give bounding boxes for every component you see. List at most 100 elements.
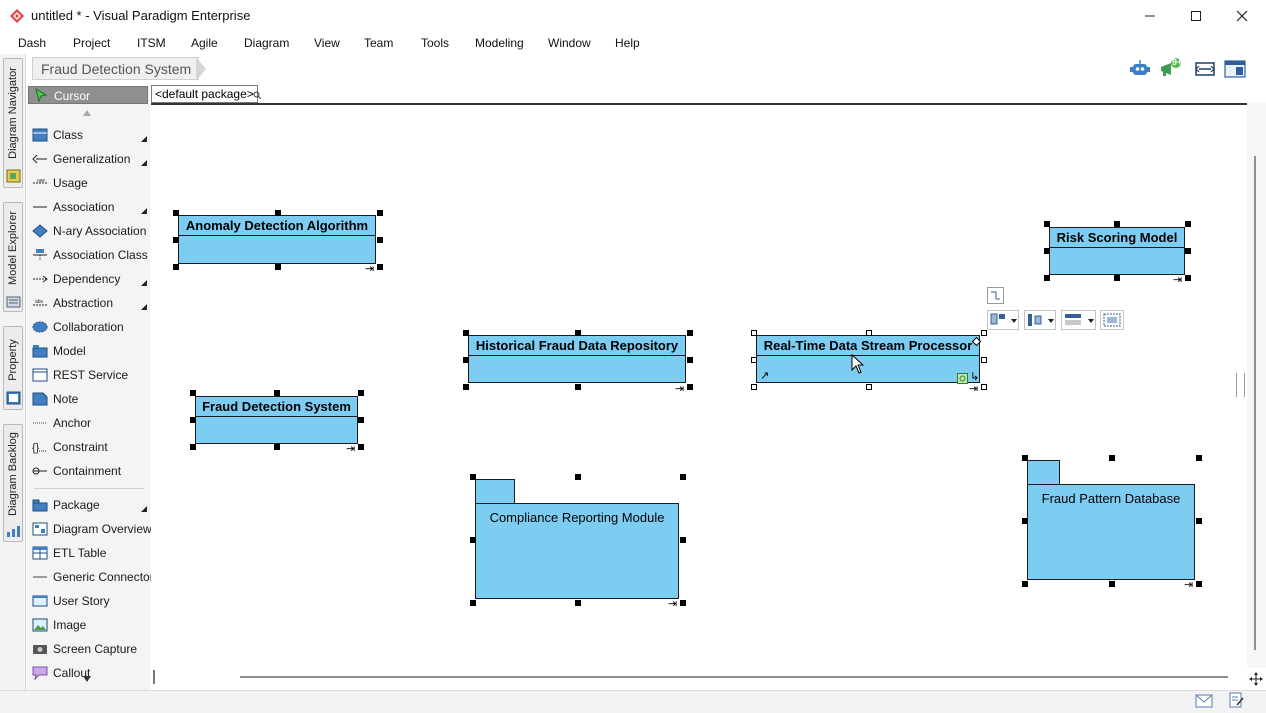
resize-handle[interactable] [1114,221,1120,227]
resize-handle[interactable] [470,600,476,606]
palette-item-callout[interactable]: Callout [27,662,150,684]
menu-modeling[interactable]: Modeling [475,36,524,50]
sub-diagram-icon[interactable]: ↳ [970,371,980,383]
move-canvas-icon[interactable] [1248,671,1264,687]
resource-catalog-icon[interactable]: ⇥ [1173,274,1183,286]
more-tools-indicator-icon[interactable] [141,506,147,512]
resize-handle[interactable] [1022,581,1028,587]
minimize-button[interactable] [1127,0,1173,32]
menu-dash[interactable]: Dash [18,36,47,50]
edit-document-icon[interactable] [1228,692,1244,708]
resize-handle[interactable] [866,384,872,390]
package-shape[interactable]: Fraud Pattern Database [1027,484,1195,580]
resize-handle[interactable] [751,357,757,363]
resize-handle[interactable] [1196,518,1202,524]
resize-handle[interactable] [981,357,987,363]
resize-handle[interactable] [173,237,179,243]
resize-handle[interactable] [1114,275,1120,281]
resize-handle[interactable] [463,357,469,363]
resize-handle[interactable] [275,264,281,270]
resource-catalog-icon[interactable]: ⇥ [675,383,685,395]
menu-itsm[interactable]: ITSM [137,36,166,50]
resize-handle[interactable] [1109,455,1115,461]
palette-item-screen-capture[interactable]: Screen Capture [27,638,150,660]
resize-handle[interactable] [1022,518,1028,524]
more-tools-indicator-icon[interactable] [141,304,147,310]
palette-item-etl-table[interactable]: ETL Table [27,542,150,564]
palette-item-constraint[interactable]: {}Constraint [27,436,150,458]
resize-handle[interactable] [463,384,469,390]
palette-item-generic-connector[interactable]: Generic Connector [27,566,154,588]
resize-handle[interactable] [190,417,196,423]
menu-agile[interactable]: Agile [191,36,218,50]
fit-diagram-icon[interactable] [1193,58,1217,80]
mail-icon[interactable] [1195,694,1213,708]
distribute-shapes-icon[interactable] [1024,310,1056,330]
more-tools-indicator-icon[interactable] [141,136,147,142]
menu-view[interactable]: View [314,36,340,50]
more-tools-indicator-icon[interactable] [141,160,147,166]
resize-handle[interactable] [274,390,280,396]
palette-item-image[interactable]: Image [27,614,150,636]
palette-item-note[interactable]: Note [27,388,150,410]
class-shape-selected[interactable]: Real-Time Data Stream Processor [756,335,980,383]
resource-catalog-icon[interactable]: ⇥ [668,598,678,610]
diamond-handle-icon[interactable] [972,337,981,346]
announcement-icon[interactable] [1158,58,1182,80]
resource-catalog-icon[interactable]: ⇥ [969,383,979,395]
resize-handle[interactable] [470,474,476,480]
resize-handle[interactable] [358,417,364,423]
resize-handle[interactable] [751,384,757,390]
menu-tools[interactable]: Tools [421,36,450,50]
more-tools-indicator-icon[interactable] [141,280,147,286]
palette-item-containment[interactable]: Containment [27,460,150,482]
resize-handle[interactable] [1185,275,1191,281]
class-shape[interactable]: Fraud Detection System [195,396,358,444]
close-button[interactable] [1219,0,1265,32]
resize-handle[interactable] [1196,581,1202,587]
resize-handle[interactable] [575,474,581,480]
class-shape[interactable]: Risk Scoring Model [1049,227,1185,275]
more-tools-indicator-icon[interactable] [141,208,147,214]
menu-window[interactable]: Window [548,36,591,50]
resize-handle[interactable] [680,537,686,543]
resize-handle[interactable] [751,330,757,336]
resize-handle[interactable] [687,330,693,336]
tab-diagram-navigator[interactable]: Diagram Navigator [3,58,23,188]
package-tab[interactable] [1027,460,1060,485]
palette-item-user-story[interactable]: User Story [27,590,150,612]
resource-catalog-icon[interactable]: ⇥ [346,443,356,455]
menu-team[interactable]: Team [364,36,394,50]
resize-handle[interactable] [377,264,383,270]
palette-item-diagram-overview[interactable]: Diagram Overview [27,518,152,540]
tab-diagram-backlog[interactable]: Diagram Backlog [3,424,23,542]
menu-diagram[interactable]: Diagram [244,36,290,50]
palette-item-n-ary-association[interactable]: N-ary Association [27,220,150,242]
menu-help[interactable]: Help [615,36,640,50]
palette-item-anchor[interactable]: Anchor [27,412,150,434]
connector-style-icon[interactable] [987,287,1004,304]
resize-handle[interactable] [687,357,693,363]
robot-icon[interactable] [1128,58,1152,80]
resize-handle[interactable] [680,474,686,480]
resize-handle[interactable] [981,330,987,336]
package-tab[interactable] [475,479,515,504]
palette-item-dependency[interactable]: Dependency [27,268,150,290]
vertical-scroll-thumb[interactable] [1254,156,1256,650]
resize-handle[interactable] [687,384,693,390]
resize-handle[interactable] [575,384,581,390]
resize-handle[interactable] [1044,248,1050,254]
tab-model-explorer[interactable]: Model Explorer [3,202,23,312]
horizontal-scroll-thumb[interactable] [240,676,1228,678]
resize-handle[interactable] [1185,248,1191,254]
class-shape[interactable]: Historical Fraud Data Repository [468,335,686,383]
layout-panel-icon[interactable] [1223,58,1247,80]
resize-handle[interactable] [275,210,281,216]
resize-handle[interactable] [575,600,581,606]
resize-handle[interactable] [358,444,364,450]
resource-catalog-icon[interactable]: ⇥ [365,263,375,275]
resize-handle[interactable] [1044,221,1050,227]
splitter-grip[interactable] [1236,373,1245,397]
cursor-tool[interactable]: Cursor [28,86,148,104]
